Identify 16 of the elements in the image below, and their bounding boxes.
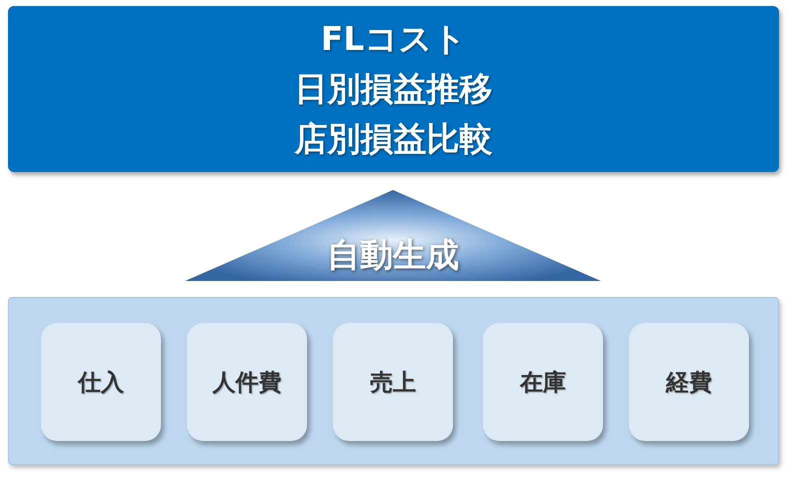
report-title: FLコスト — [320, 18, 468, 60]
box-label: 在庫 — [518, 368, 567, 398]
report-box — [8, 6, 779, 172]
data-box — [483, 323, 603, 441]
box-label: 売上 — [369, 368, 417, 398]
data-source-panel — [8, 297, 779, 465]
data-box — [187, 323, 307, 441]
data-box — [41, 323, 161, 441]
report-title: 日別損益推移 — [294, 68, 494, 110]
triangle-label: 自動生成 — [326, 235, 460, 275]
box-label: 仕入 — [76, 368, 125, 398]
data-box — [629, 323, 749, 441]
report-title: 店別損益比較 — [293, 118, 494, 160]
data-box — [333, 323, 453, 441]
box-label: 人件費 — [211, 368, 282, 398]
box-label: 経費 — [664, 368, 713, 398]
